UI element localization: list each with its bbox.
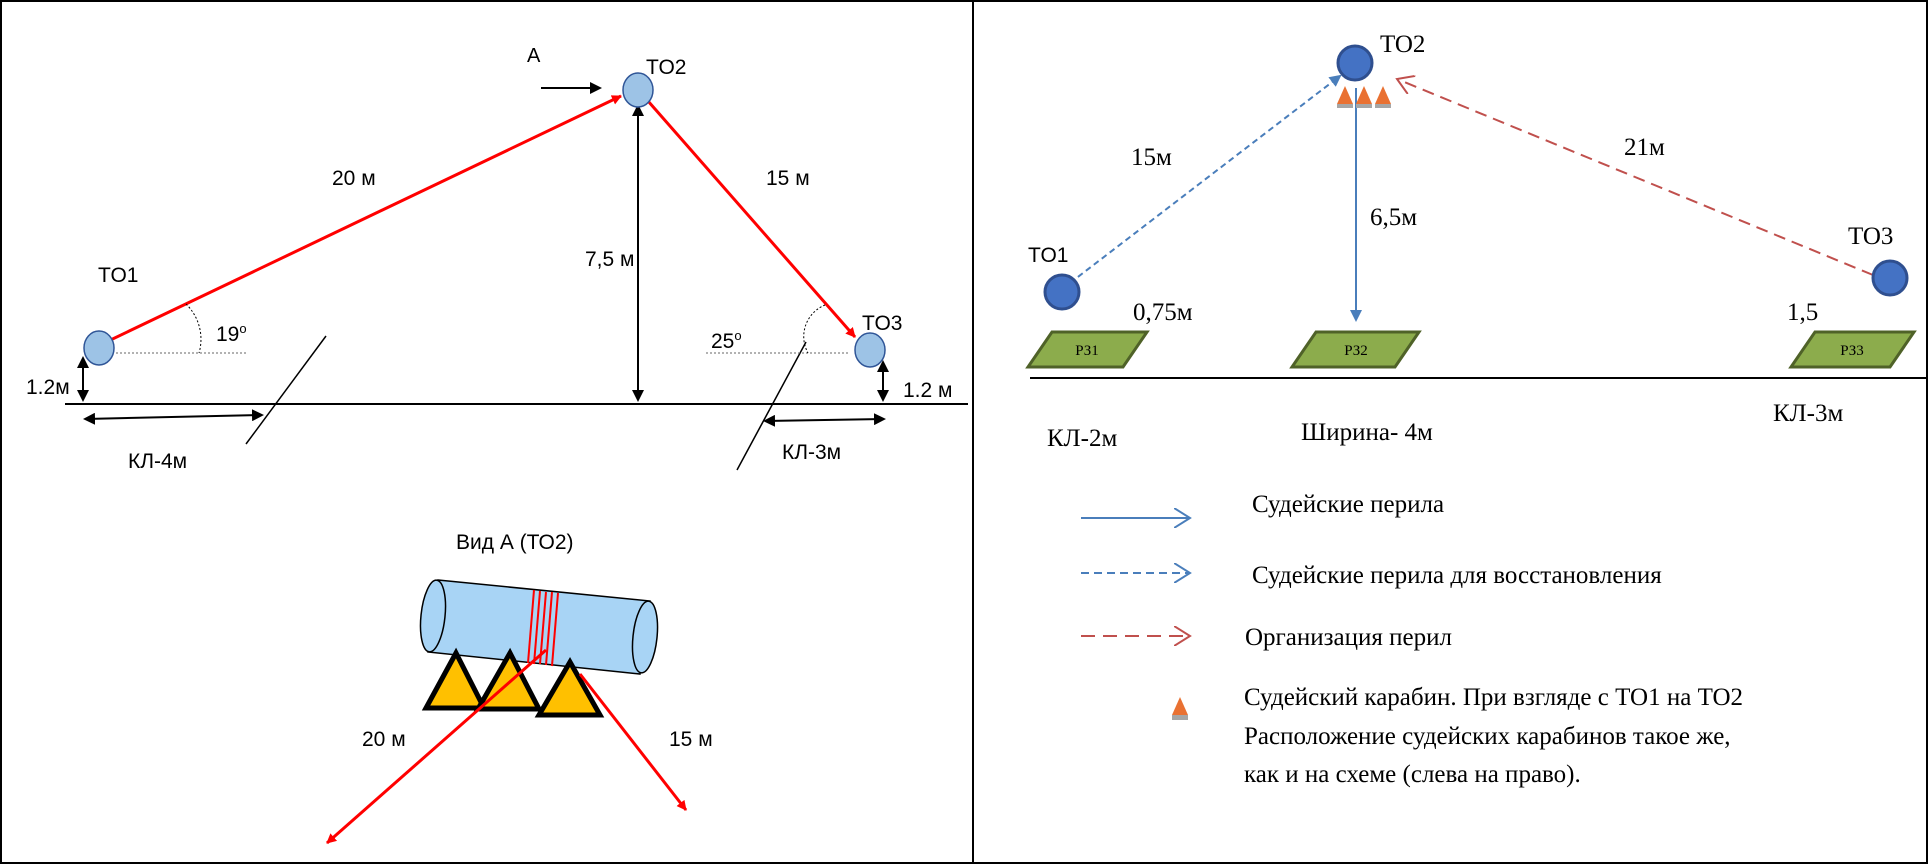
legend-carabiner-line-2: Расположение судейских карабинов такое ж… — [1244, 723, 1731, 750]
log-end-right — [631, 600, 659, 674]
kl-right-arrow — [763, 413, 886, 427]
legend-item-solid: Судейские перила — [1081, 491, 1444, 518]
svg-text:РЗ3: РЗ3 — [1840, 343, 1864, 359]
label-kl-left-r: КЛ-2м — [1047, 425, 1117, 452]
node-to1-right — [1043, 273, 1081, 311]
label-dist-to2-rz2: 6,5м — [1370, 204, 1417, 231]
label-height-to1: 1.2м — [26, 376, 70, 399]
view-a-drawing: 20 м 15 м — [326, 579, 713, 845]
angle-arc-to3 — [803, 304, 826, 354]
kl-left-boundary — [245, 335, 327, 445]
label-view-title: Вид А (ТО2) — [456, 531, 574, 554]
zone-rz2: РЗ2 — [1289, 330, 1422, 369]
node-to3-left — [854, 332, 886, 368]
legend-label-dashed: Организация перил — [1245, 624, 1452, 651]
left-panel: A TO2 TO1 TO3 20 м 15 м 7,5 м 19o 25o 1.… — [26, 45, 968, 845]
legend-label-solid: Судейские перила — [1252, 491, 1444, 518]
kl-right-boundary — [736, 341, 807, 471]
label-to2-left: TO2 — [646, 56, 686, 79]
svg-text:РЗ2: РЗ2 — [1344, 343, 1368, 359]
node-to1-left — [83, 330, 115, 366]
svg-text:РЗ1: РЗ1 — [1075, 343, 1099, 359]
label-angle-to1: 19o — [216, 321, 247, 346]
node-to3-right — [1871, 259, 1909, 297]
node-to2-left — [622, 72, 654, 108]
view-a-label: A — [527, 45, 541, 67]
kl-left-arrow — [83, 409, 264, 425]
legend-item-dotted: Судейские перила для восстановления — [1081, 562, 1662, 589]
carabiners-to2 — [1337, 86, 1391, 108]
label-to3-left: TO3 — [862, 312, 902, 335]
label-view-right-dist: 15 м — [669, 728, 713, 751]
node-to2-right — [1336, 44, 1374, 82]
legend-carabiner-line-3: как и на схеме (слева на право). — [1244, 761, 1581, 788]
rope-to1-to2 — [99, 94, 622, 347]
legend-label-dotted: Судейские перила для восстановления — [1252, 562, 1662, 589]
legend-carabiner-line-1: Судейский карабин. При взгляде с ТО1 на … — [1244, 684, 1743, 711]
label-to3-right: TO3 — [1848, 223, 1893, 250]
label-dist-to1-to2-right: 15м — [1131, 144, 1172, 171]
view-rope-right — [578, 673, 688, 811]
label-dist-to1-to2: 20 м — [332, 167, 376, 190]
label-height-to2: 7,5 м — [585, 248, 634, 271]
zone-rz1: РЗ1 — [1025, 330, 1150, 369]
legend-item-carabiner: Судейский карабин. При взгляде с ТО1 на … — [1172, 684, 1743, 788]
view-rope-left — [326, 648, 547, 845]
log-binding — [527, 589, 559, 667]
label-width: Ширина- 4м — [1301, 419, 1433, 446]
triangle-anchor-1 — [421, 647, 489, 711]
rope-to2-to3 — [646, 100, 857, 338]
label-kl-right-l: КЛ-3м — [782, 441, 841, 464]
label-height-to1-right: 0,75м — [1133, 299, 1193, 326]
angle-arc-to1 — [185, 303, 202, 354]
label-angle-to3: 25o — [711, 328, 742, 353]
legend-item-dashed: Организация перил — [1081, 624, 1452, 651]
triangle-anchor-3 — [534, 656, 605, 718]
label-to1-right: TO1 — [1028, 244, 1068, 267]
rope-to1-to2-dotted — [1069, 74, 1342, 284]
legend: Судейские перила Судейские перила для во… — [1081, 491, 1743, 788]
label-kl-right-r: КЛ-3м — [1773, 400, 1843, 427]
label-kl-left-l: КЛ-4м — [128, 450, 187, 473]
rope-to3-to2-dashed — [1397, 79, 1874, 276]
right-panel: РЗ1 РЗ2 РЗ3 TO2 TO1 TO3 15м — [1025, 31, 1928, 788]
label-height-to3-right: 1,5 — [1787, 299, 1818, 326]
zone-rz3: РЗ3 — [1788, 330, 1917, 369]
carabiner-icon — [1172, 697, 1188, 720]
label-dist-to2-to3: 15 м — [766, 167, 810, 190]
label-view-left-dist: 20 м — [362, 728, 406, 751]
label-dist-to3-to2: 21м — [1624, 134, 1665, 161]
label-height-to3: 1.2 м — [903, 379, 952, 402]
label-to1-left: TO1 — [98, 264, 138, 287]
label-to2-right: TO2 — [1380, 31, 1425, 58]
log-end-left — [419, 579, 447, 653]
